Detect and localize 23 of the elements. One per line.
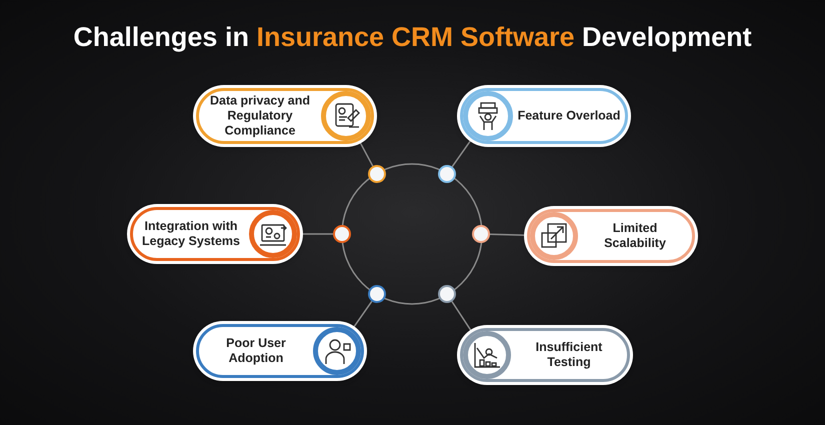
connector-line <box>451 301 473 333</box>
challenge-pill <box>130 207 300 261</box>
connector-dot <box>472 225 490 243</box>
connector-dot <box>438 165 456 183</box>
connector-line <box>452 138 472 168</box>
connector-dot <box>368 165 386 183</box>
challenge-label: Feature Overload <box>517 108 621 124</box>
challenge-label: Poor User Adoption <box>225 336 287 366</box>
connector-dot <box>333 225 351 243</box>
connector-line <box>300 233 333 235</box>
title: Challenges in Insurance CRM Software Development <box>72 22 753 53</box>
connector-dot <box>368 285 386 303</box>
challenge-label: Insufficient Testing <box>534 340 604 370</box>
challenge-label: Integration with Legacy Systems <box>141 219 241 249</box>
connector-dot <box>438 285 456 303</box>
challenge-label: Data privacy and Regulatory Compliance <box>208 94 312 138</box>
challenge-pill <box>460 328 630 382</box>
challenge-pill <box>460 88 628 144</box>
challenge-pill <box>527 209 695 263</box>
challenge-pill <box>196 88 374 144</box>
challenge-pill <box>196 324 364 378</box>
challenge-label: Limited Scalability <box>603 221 667 251</box>
connector-line <box>352 300 372 330</box>
